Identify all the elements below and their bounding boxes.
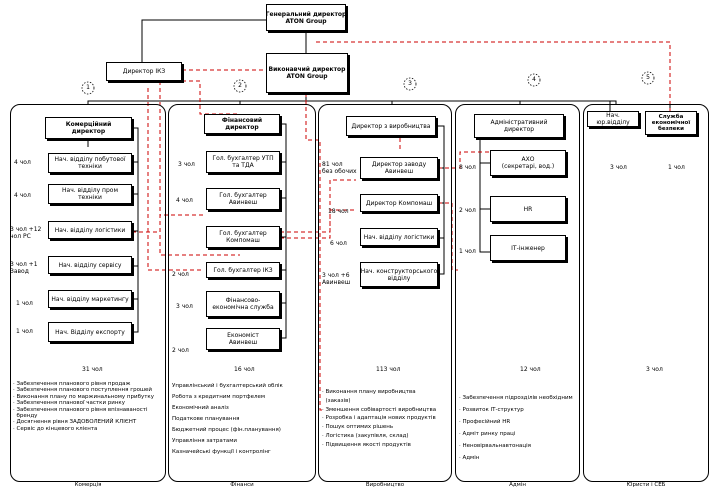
admin-count: 1 чол: [459, 248, 476, 255]
finance-unit: Фінансово- економічна служба: [206, 291, 280, 317]
commerce-unit: Нач. відділу маркетингу: [48, 290, 132, 308]
security-head: Служба економічної безпеки: [645, 111, 697, 135]
admin-label: Адмін: [509, 482, 526, 488]
panel-commerce: [10, 104, 166, 482]
production-unit: Директор Компомаш: [360, 194, 438, 212]
finance-count: 3 чол: [178, 161, 195, 168]
finance-bullets: Управлінський і бухгалтерський облік Роб…: [172, 383, 283, 455]
legal-label: Юристи і СЕБ: [626, 482, 666, 488]
finance-unit: Економіст Авинвеш: [206, 328, 280, 350]
admin-unit: АХО (секретарі, вод.): [490, 150, 566, 176]
legal-total: 3 чол: [646, 366, 663, 373]
finance-unit: Гол. бухгалтер Компомаш: [206, 226, 280, 248]
commerce-unit: Нач. відділу побутової техніки: [48, 153, 132, 173]
admin-count: 2 чол: [459, 207, 476, 214]
finance-head: Фінансовий директор: [204, 114, 280, 134]
legal-head: Нач. юр.відділу: [587, 111, 639, 127]
production-label: Виробництво: [365, 482, 405, 488]
circle-number: 2: [238, 82, 242, 89]
finance-count: 2 чол: [172, 271, 189, 278]
commerce-count: 1 чол: [16, 328, 33, 335]
finance-count: 2 чол: [172, 347, 189, 354]
legal-count: 1 чол: [668, 164, 685, 171]
commerce-unit: Нач. відділу пром техніки: [48, 184, 132, 204]
commerce-bullets: · Забезпечення планового рівня продаж · …: [13, 381, 155, 432]
finance-total: 16 чол: [234, 366, 255, 373]
commerce-total: 31 чол: [82, 366, 103, 373]
commerce-count: 3 чол +1 Завод: [10, 261, 38, 275]
commerce-count: 1 чол: [16, 300, 33, 307]
commerce-head: Комерційний директор: [45, 117, 132, 139]
exec-director-box: Виконавчий директор ATON Group: [266, 53, 348, 93]
legal-count: 3 чол: [610, 164, 627, 171]
production-unit: Нач. конструкторського відділу: [360, 262, 438, 287]
production-count: 3 чол +6 Авинвеш: [322, 272, 351, 286]
admin-count: 8 чол: [459, 164, 476, 171]
admin-unit: ІТ-інженер: [490, 235, 566, 261]
commerce-count: 4 чол: [14, 159, 31, 166]
admin-bullets: · Забезпечення підрозділів необхідним · …: [459, 395, 573, 461]
ikz-director-box: Директор ІКЗ: [106, 62, 182, 81]
production-count: 6 чол: [330, 240, 347, 247]
finance-unit: Гол. бухгалтер УТП та ТДА: [206, 151, 280, 173]
circle-number: 1: [86, 84, 90, 91]
admin-head: Адміністративний директор: [474, 114, 564, 138]
circle-number: 4: [532, 76, 536, 83]
finance-count: 3 чол: [176, 303, 193, 310]
production-total: 113 чол: [376, 366, 401, 373]
panel-finance: [168, 104, 316, 482]
finance-label: Фінанси: [230, 482, 254, 488]
finance-unit: Гол. бухгалтер Авинвеш: [206, 188, 280, 210]
production-unit: Директор заводу Авинвеш: [360, 157, 438, 179]
panel-production: [318, 104, 452, 482]
commerce-count: 4 чол: [14, 192, 31, 199]
commerce-label: Комерція: [74, 482, 102, 488]
ceo-box: Генеральний директор ATON Group: [266, 4, 346, 31]
commerce-unit: Нач. відділу логістики: [48, 221, 132, 239]
admin-total: 12 чол: [520, 366, 541, 373]
production-head: Директор з виробництва: [346, 116, 436, 136]
production-count: 18 чол: [328, 208, 349, 215]
circle-number: 3: [408, 80, 412, 87]
admin-unit: HR: [490, 196, 566, 222]
circle-number: 5: [646, 74, 650, 81]
panel-admin: [455, 104, 580, 482]
production-unit: Нач. відділу логістики: [360, 228, 438, 246]
commerce-unit: Нач. Відділу експорту: [48, 322, 132, 342]
commerce-unit: Нач. відділу сервісу: [48, 256, 132, 274]
production-bullets: · Виконання плану виробництва (заказів) …: [322, 389, 437, 448]
finance-unit: Гол. бухгалтер ІКЗ: [206, 262, 280, 278]
production-count: 81 чол без обочих: [322, 161, 357, 175]
commerce-count: 3 чол +12 чол РС: [10, 226, 42, 240]
panel-legal: [583, 104, 709, 482]
finance-count: 4 чол: [176, 197, 193, 204]
